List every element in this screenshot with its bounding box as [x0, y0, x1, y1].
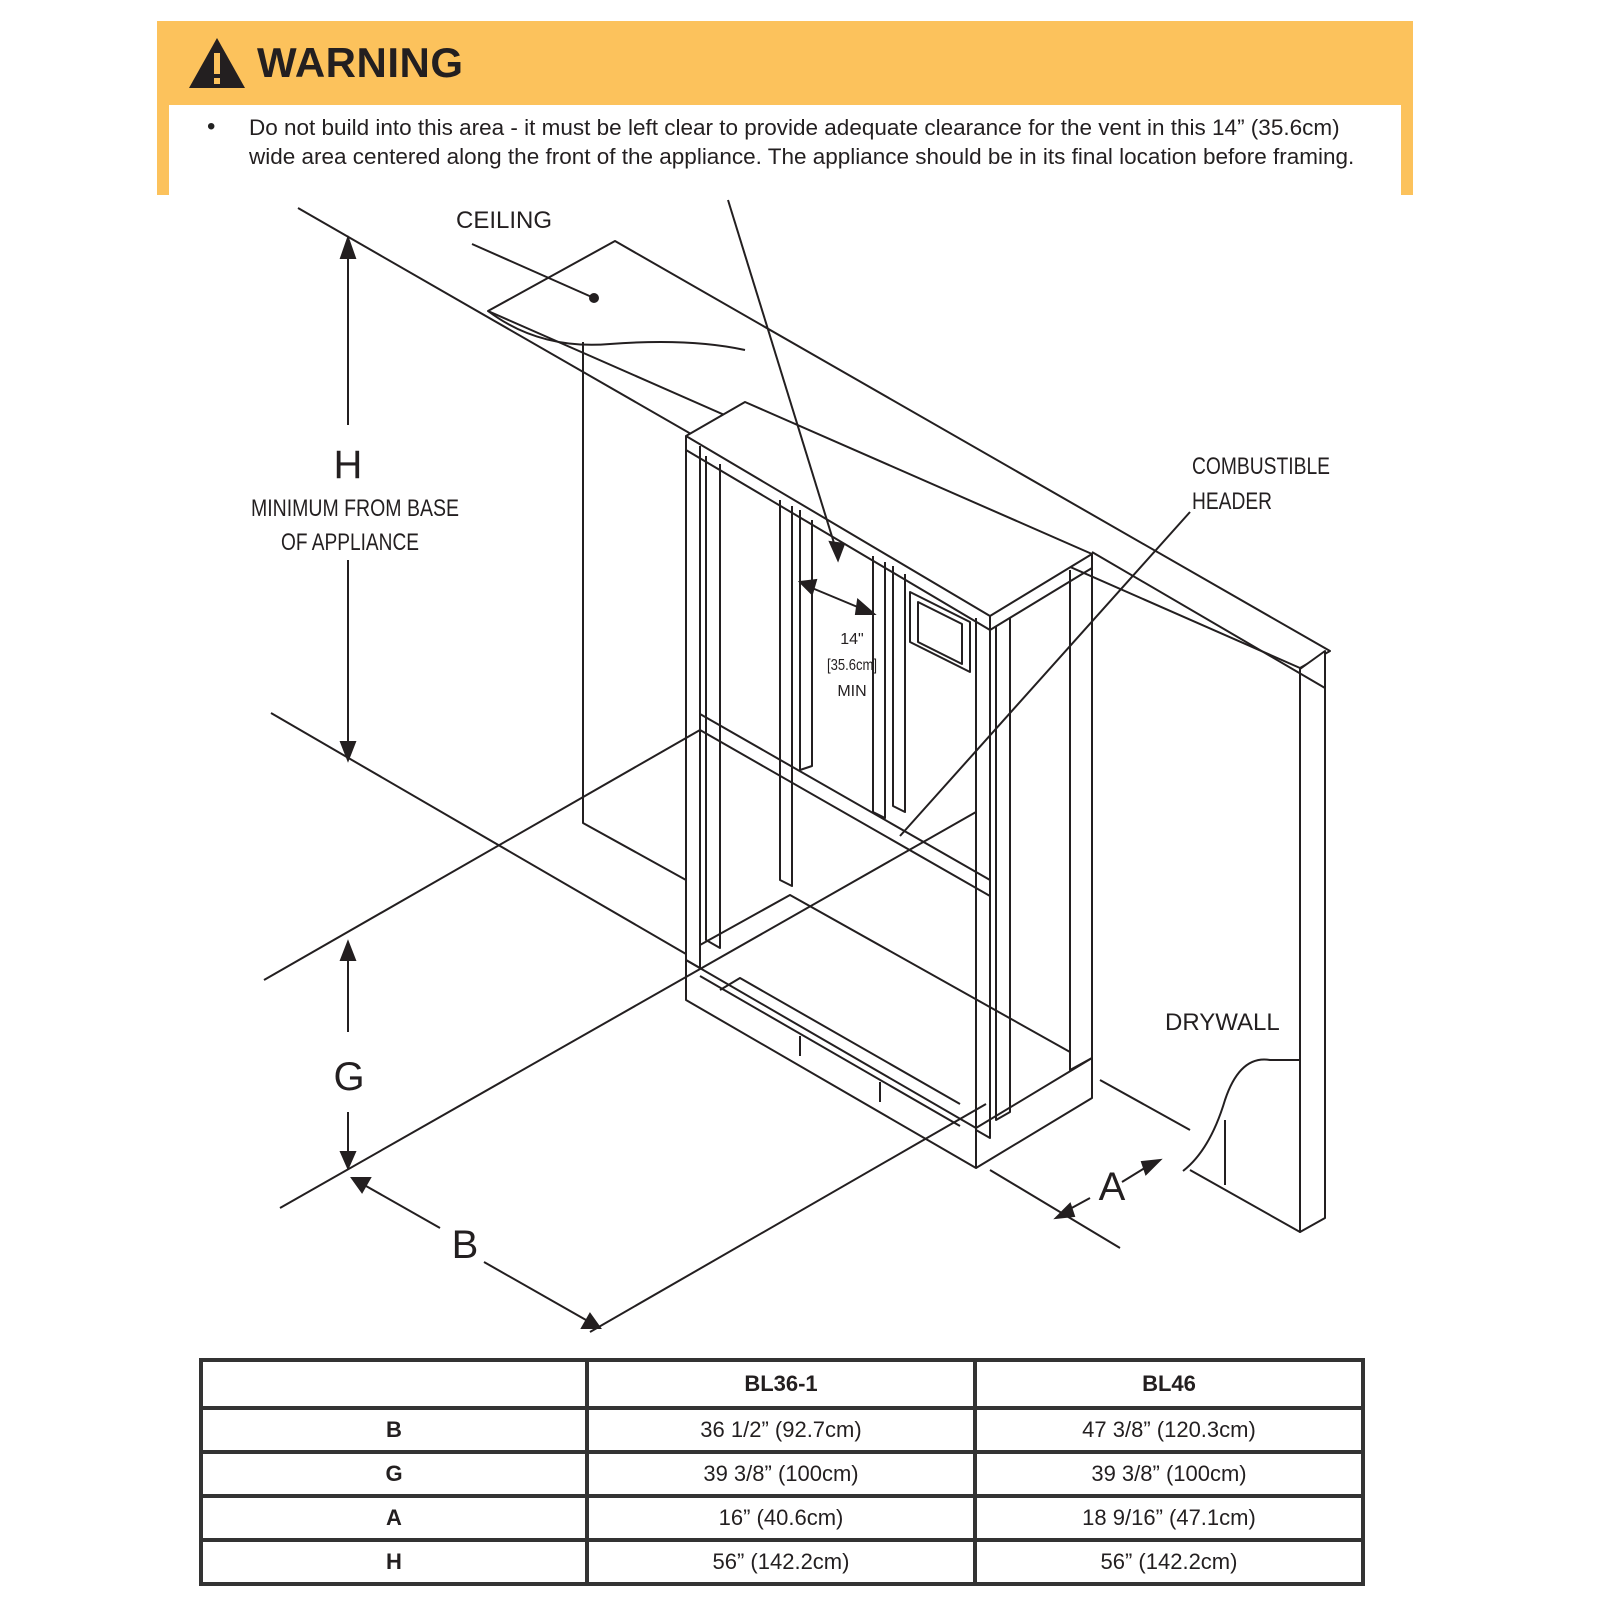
h-note-line-2: OF APPLIANCE [281, 529, 419, 556]
header-pointer [899, 511, 1191, 837]
warning-body: • Do not build into this area - it must … [169, 105, 1401, 204]
table-row: G 39 3/8” (100cm) 39 3/8” (100cm) [199, 1450, 1365, 1498]
frame-header [699, 713, 991, 897]
framing-lines [263, 199, 1331, 1333]
vent-box-detail [909, 591, 971, 673]
warning-pointer [727, 199, 839, 557]
clearance-arrow-right-head [854, 598, 877, 615]
platform-front [685, 960, 977, 1169]
b-arrow-left-line [365, 1185, 441, 1229]
warning-text: Do not build into this area - it must be… [249, 115, 1355, 169]
right-corner-post [975, 618, 991, 1139]
bl36-value: 39 3/8” (100cm) [585, 1450, 977, 1498]
header-label-line-2: HEADER [1192, 488, 1272, 515]
dimension-table: BL36-1 BL46 B 36 1/2” (92.7cm) 47 3/8” (… [199, 1358, 1365, 1586]
table-row: H 56” (142.2cm) 56” (142.2cm) [199, 1538, 1365, 1586]
a-reference-line [989, 1169, 1121, 1249]
a-arrow-left-head [1053, 1202, 1076, 1220]
b-reference-line-top [279, 811, 977, 1209]
bl36-value: 16” (40.6cm) [585, 1494, 977, 1542]
clearance-arrow-line [811, 587, 861, 609]
platform-inner-edge [699, 894, 1071, 1053]
bl46-value: 56” (142.2cm) [973, 1538, 1365, 1586]
b-arrow-right-line [483, 1261, 587, 1321]
platform-blocks [799, 1036, 881, 1102]
ceiling-curl [487, 310, 746, 351]
h-note-line-1: MINIMUM FROM BASE [251, 495, 459, 522]
back-wall-edge [582, 342, 687, 881]
a-label: A [1099, 1165, 1126, 1209]
vent-box-inner [917, 601, 963, 665]
drywall-front-edge [1189, 669, 1301, 1233]
left-corner-post [685, 436, 701, 969]
g-reference-line [263, 729, 701, 981]
frame-top-plate-front [685, 436, 991, 631]
bl36-value: 56” (142.2cm) [585, 1538, 977, 1586]
row-label: G [199, 1450, 589, 1498]
ceiling-label: CEILING [456, 207, 552, 234]
floor-reference-line [270, 712, 687, 955]
h-arrow-top-head [339, 234, 357, 259]
inner-stud-4 [892, 566, 906, 813]
frame-top-plate-side [989, 554, 1093, 631]
b-arrow-left-head [350, 1177, 372, 1194]
platform-side [975, 1058, 1093, 1169]
clearance-label-line-2: [35.6cm] [827, 657, 877, 674]
table-row: B 36 1/2” (92.7cm) 47 3/8” (120.3cm) [199, 1406, 1365, 1454]
warning-pointer-head [828, 540, 846, 563]
platform-top-edge [685, 959, 1093, 1129]
table-row: A 16” (40.6cm) 18 9/16” (47.1cm) [199, 1494, 1365, 1542]
drywall-label: DRYWALL [1165, 1009, 1280, 1036]
drywall-panel [1091, 551, 1326, 1233]
warning-header: WARNING [187, 29, 464, 97]
h-label: H [334, 443, 363, 487]
h-arrow-bottom-head [339, 741, 357, 763]
warning-title: WARNING [257, 39, 464, 86]
table-header-empty [199, 1358, 589, 1410]
b-label: B [452, 1223, 479, 1267]
ceiling-slab [487, 240, 1331, 669]
right-stud [995, 618, 1011, 1121]
ceiling-pointer [471, 243, 595, 299]
inner-stud-3 [872, 556, 886, 819]
row-label: A [199, 1494, 589, 1542]
row-label: B [199, 1406, 589, 1454]
a-arrow-left-line [1067, 1197, 1091, 1211]
bl46-value: 47 3/8” (120.3cm) [973, 1406, 1365, 1454]
a-wall-line [1099, 1079, 1191, 1131]
a-arrow-right-line [1121, 1165, 1149, 1183]
left-stud [705, 456, 721, 949]
inner-stud-2 [799, 510, 813, 771]
a-arrow-right-head [1140, 1158, 1163, 1176]
b-reference-line-bottom [589, 1103, 987, 1333]
platform-joist [719, 977, 961, 1105]
g-arrow-bottom-head [339, 1151, 357, 1171]
g-label: G [333, 1055, 364, 1099]
row-label: H [199, 1538, 589, 1586]
warning-banner: WARNING • Do not build into this area - … [157, 21, 1413, 204]
ceiling-pointer-dot [589, 293, 599, 303]
dimension-arrows [339, 234, 1163, 1329]
clearance-arrow-left-head [797, 578, 818, 596]
clearance-label-line-1: 14" [840, 631, 863, 648]
table-header-row: BL36-1 BL46 [199, 1358, 1365, 1410]
g-arrow-top-head [339, 939, 357, 961]
table-header-bl36: BL36-1 [585, 1358, 977, 1410]
b-arrow-right-head [580, 1312, 602, 1329]
platform-rail [699, 975, 961, 1127]
bl46-value: 39 3/8” (100cm) [973, 1450, 1365, 1498]
ceiling-reference-line [297, 207, 746, 466]
frame-top-plate [685, 401, 1093, 617]
table-header-bl46: BL46 [973, 1358, 1365, 1410]
bl36-value: 36 1/2” (92.7cm) [585, 1406, 977, 1454]
warning-triangle-icon [189, 38, 245, 88]
drywall-curl [1182, 1058, 1300, 1172]
back-right-post [1069, 556, 1093, 1071]
warning-bullet: • [207, 113, 216, 140]
header-label-line-1: COMBUSTIBLE [1192, 453, 1330, 480]
inner-stud-1 [779, 500, 793, 887]
clearance-label-line-3: MIN [837, 683, 866, 700]
bl46-value: 18 9/16” (47.1cm) [973, 1494, 1365, 1542]
